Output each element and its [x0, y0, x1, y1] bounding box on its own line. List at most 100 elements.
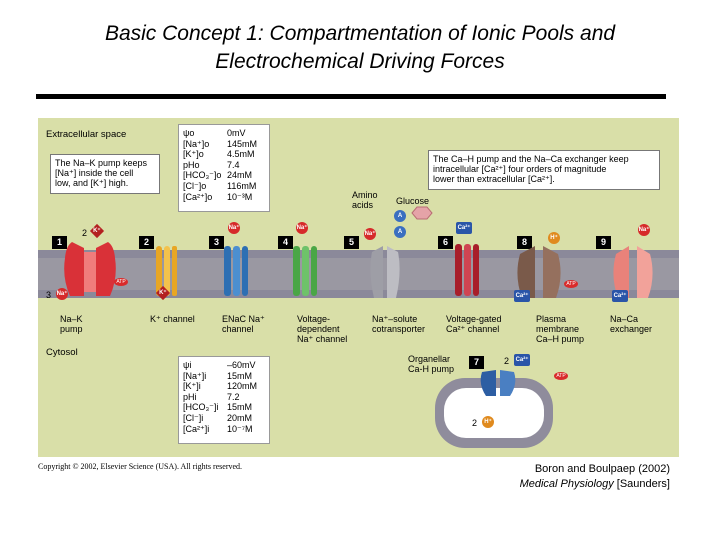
- copyright: Copyright © 2002, Elsevier Science (USA)…: [38, 462, 243, 471]
- outside-value: 24mM: [227, 170, 253, 181]
- inside-row: ψi –60mV: [183, 360, 265, 371]
- outside-key: pHo: [183, 159, 200, 170]
- label-vgca: Voltage-gated Ca²⁺ channel: [446, 314, 502, 334]
- inside-key: pHi: [183, 391, 197, 402]
- extracellular-label: Extracellular space: [46, 129, 127, 140]
- na-ion-icon-3: Na⁺: [296, 222, 308, 234]
- source-credit: Boron and Boulpaep (2002) Medical Physio…: [500, 462, 670, 492]
- label-vdna: Voltage- dependent Na⁺ channel: [297, 314, 348, 344]
- cytosol-label: Cytosol: [46, 347, 78, 358]
- label-na-k-pump: Na–K pump: [60, 314, 83, 334]
- marker-8: 8: [517, 236, 532, 249]
- inside-value: 10⁻⁷M: [227, 423, 253, 434]
- amino-acids-label: Amino acids: [352, 190, 378, 210]
- marker-7: 7: [469, 356, 484, 369]
- outside-value: 116mM: [227, 180, 257, 191]
- amino-acid-icon-2: A: [394, 226, 406, 238]
- inside-row: pHi 7.2: [183, 392, 265, 403]
- outside-key: [K⁺]o: [183, 149, 204, 160]
- inside-value: 7.2: [227, 391, 240, 402]
- vdna-channel-shape: [293, 246, 317, 296]
- h-ion-icon-1: H⁺: [548, 232, 560, 244]
- glucose-icon: [411, 206, 433, 220]
- inside-key: [Ca²⁺]i: [183, 423, 210, 434]
- outside-key: [Ca²⁺]o: [183, 191, 213, 202]
- organellar-ca-pump-shape: [480, 370, 516, 396]
- marker-9: 9: [596, 236, 611, 249]
- outside-key: [Na⁺]o: [183, 138, 210, 149]
- enac-shape: [224, 246, 248, 296]
- na-solute-cotransporter-shape: [370, 246, 400, 298]
- inside-key: [Cl⁻]i: [183, 412, 204, 423]
- inside-row: [Na⁺]i 15mM: [183, 371, 265, 382]
- outside-row: [Na⁺]o 145mM: [183, 139, 265, 150]
- callout-ca-pumps: The Ca–H pump and the Na–Ca exchanger ke…: [428, 150, 660, 190]
- inside-row: [Cl⁻]i 20mM: [183, 413, 265, 424]
- plasma-membrane: [38, 250, 679, 298]
- ca-ion-icon-4: Ca²⁺: [514, 354, 530, 366]
- credit-authors: Boron and Boulpaep (2002): [534, 463, 670, 475]
- label-pmca: Plasma membrane Ca–H pump: [536, 314, 585, 344]
- inside-key: [K⁺]i: [183, 381, 201, 392]
- outside-key: ψo: [183, 128, 195, 138]
- ca-ion-icon-2: Ca²⁺: [514, 290, 530, 302]
- outside-value: 7.4: [227, 159, 240, 170]
- na-k-pump-shape: [64, 242, 116, 296]
- outside-row: pHo 7.4: [183, 160, 265, 171]
- stoich-2-h: 2: [472, 418, 478, 428]
- atp-icon-2: ATP: [564, 280, 578, 288]
- outside-key: [HCO₃⁻]o: [183, 170, 222, 181]
- marker-1: 1: [52, 236, 67, 249]
- inside-key: [HCO₃⁻]i: [183, 402, 219, 413]
- outside-value: 145mM: [227, 138, 258, 149]
- na-ion-icon-5: Na⁺: [638, 224, 650, 236]
- title-rule: [36, 94, 666, 99]
- inside-value: –60mV: [227, 360, 256, 370]
- outside-row: [Cl⁻]o 116mM: [183, 181, 265, 192]
- ca-ion-icon-3: Ca²⁺: [612, 290, 628, 302]
- marker-2: 2: [139, 236, 154, 249]
- title-line-2: Electrochemical Driving Forces: [215, 50, 505, 73]
- vgca-channel-shape: [455, 244, 479, 296]
- atp-icon-1: ATP: [114, 278, 128, 286]
- label-k-channel: K⁺ channel: [150, 314, 195, 324]
- slide-title: Basic Concept 1: Compartmentation of Ion…: [0, 20, 720, 76]
- marker-6: 6: [438, 236, 453, 249]
- outside-row: [HCO₃⁻]o 24mM: [183, 170, 265, 181]
- marker-3: 3: [209, 236, 224, 249]
- k-channel-shape: [156, 246, 177, 296]
- inside-value: 120mM: [227, 381, 258, 392]
- marker-4: 4: [278, 236, 293, 249]
- na-ion-icon-1: Na⁺: [56, 288, 68, 300]
- inside-value: 20mM: [227, 412, 253, 423]
- label-enac: ENaC Na⁺ channel: [222, 314, 265, 334]
- outside-value: 4.5mM: [227, 149, 255, 160]
- na-ion-icon-4: Na⁺: [364, 228, 376, 240]
- outside-value: 10⁻³M: [227, 191, 253, 202]
- inside-row: [HCO₃⁻]i 15mM: [183, 402, 265, 413]
- ca-ion-icon-1: Ca²⁺: [456, 222, 472, 234]
- credit-book: Medical Physiology [Saunders]: [519, 478, 670, 490]
- inside-row: [K⁺]i 120mM: [183, 381, 265, 392]
- glucose-label: Glucose: [396, 196, 430, 206]
- amino-acid-icon-1: A: [394, 210, 406, 222]
- stoich-2-k: 2: [82, 228, 88, 238]
- outside-row: [Ca²⁺]o 10⁻³M: [183, 192, 265, 203]
- inside-row: [Ca²⁺]i 10⁻⁷M: [183, 424, 265, 435]
- callout-na-k-pump: The Na–K pump keeps [Na⁺] inside the cel…: [50, 154, 160, 194]
- label-ncx: Na–Ca exchanger: [610, 314, 653, 334]
- h-ion-icon-2: H⁺: [482, 416, 494, 428]
- inside-value: 15mM: [227, 370, 253, 381]
- inside-value: 15mM: [227, 402, 253, 413]
- label-organellar: Organellar Ca-H pump: [408, 354, 455, 374]
- marker-5: 5: [344, 236, 359, 249]
- atp-icon-3: ATP: [554, 372, 568, 380]
- outside-key: [Cl⁻]o: [183, 180, 207, 191]
- inside-key: ψi: [183, 360, 192, 370]
- outside-row: [K⁺]o 4.5mM: [183, 149, 265, 160]
- inside-key: [Na⁺]i: [183, 370, 207, 381]
- k-ion-icon-1: K⁺: [89, 223, 105, 239]
